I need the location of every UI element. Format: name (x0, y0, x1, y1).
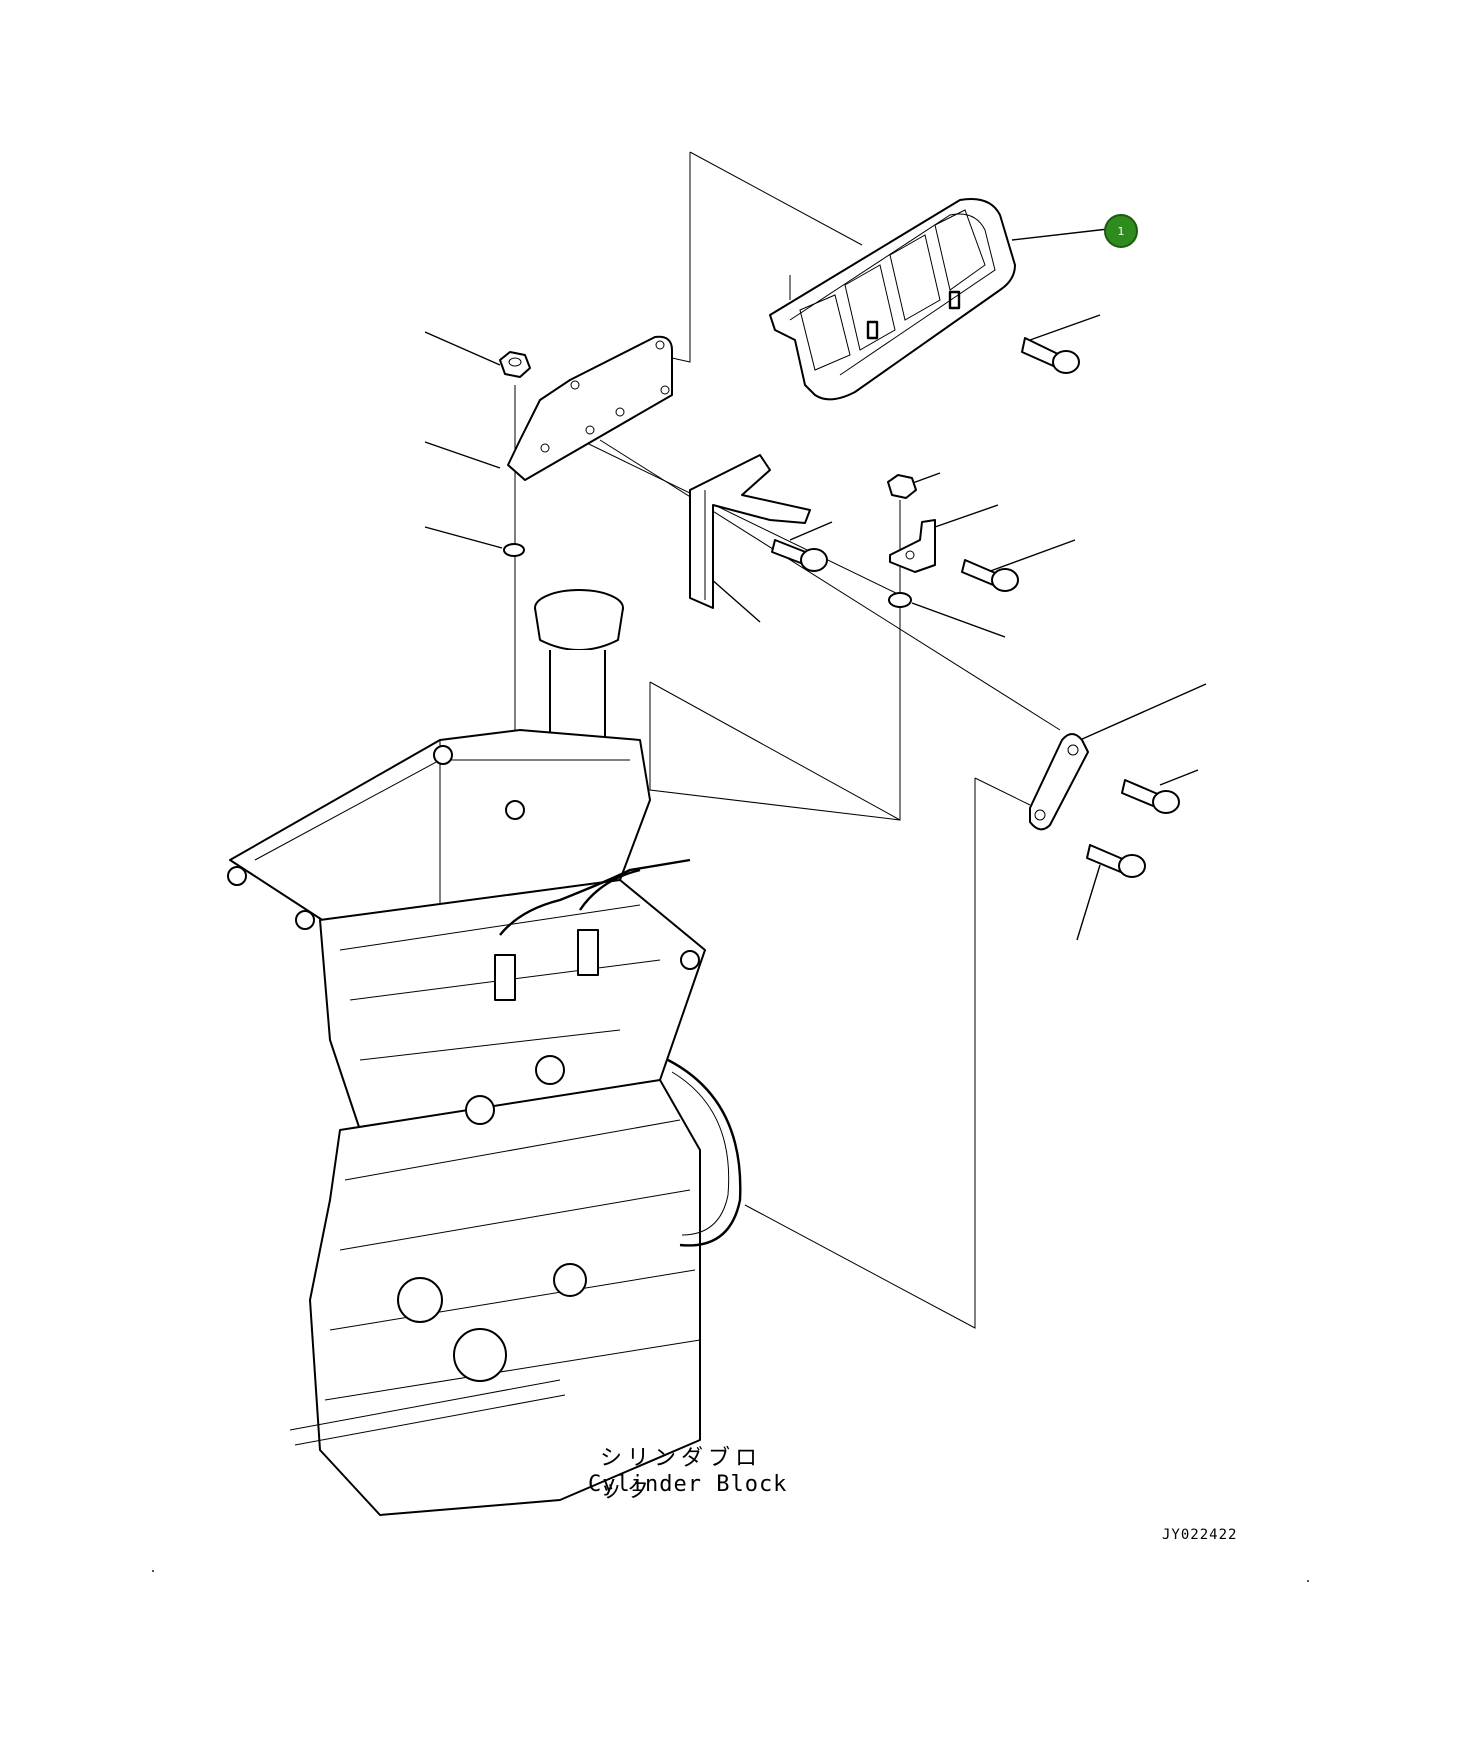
washer-left (503, 543, 525, 557)
registration-mark-left (152, 1570, 154, 1572)
shield-bolt (771, 539, 828, 572)
small-l-bracket (889, 519, 936, 573)
heat-cover-part (769, 198, 1016, 401)
strap-bolt-lower (1086, 844, 1146, 878)
center-bolt (961, 559, 1019, 592)
heat-shield-bracket (689, 454, 811, 609)
registration-mark-right (1307, 1580, 1309, 1582)
strap-bolt-upper (1121, 779, 1180, 814)
washer-center (888, 592, 912, 608)
flange-nut-left (499, 351, 531, 378)
assembly-guide-lines (514, 151, 1061, 1329)
support-strap (1029, 733, 1089, 831)
part-leader-lines (424, 228, 1207, 941)
cover-bolt (1021, 337, 1080, 374)
engine-assembly (227, 589, 742, 1516)
mounting-bracket-plate (507, 335, 673, 481)
flange-nut-center (887, 474, 917, 499)
part-1-callout[interactable]: 1 (1104, 214, 1138, 248)
cylinder-block-label-en: Cylinder Block (588, 1472, 788, 1497)
drawing-number: JY022422 (1162, 1527, 1238, 1543)
cylinder-block-label-jp: シリンダブロック (600, 1446, 763, 1503)
